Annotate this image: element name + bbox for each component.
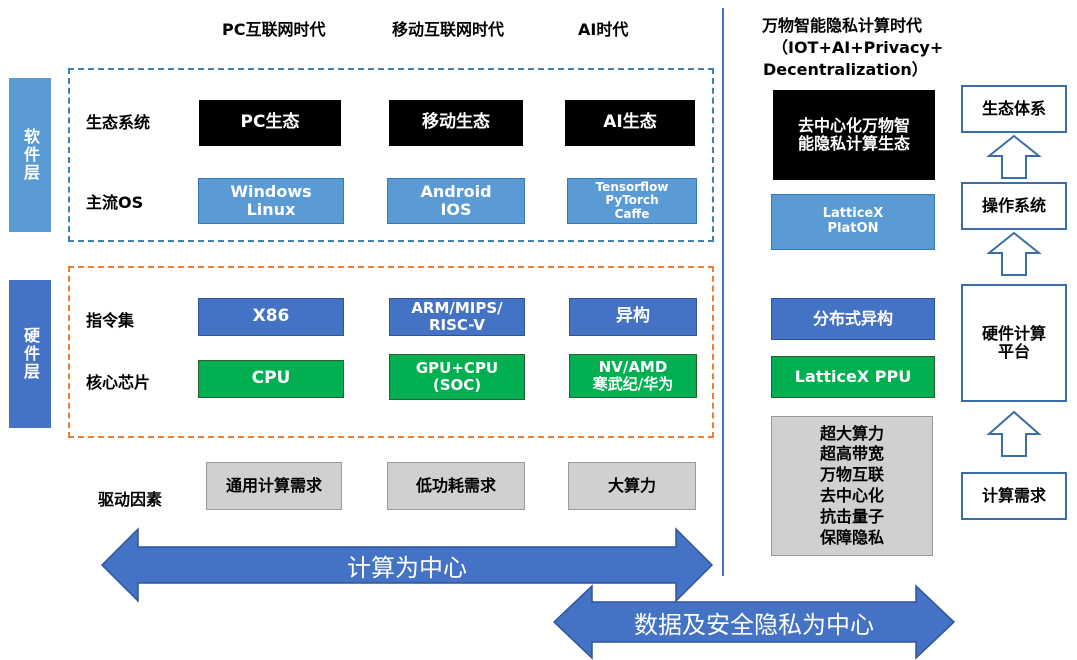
data-privacy-center-label: 数据及安全隐私为中心 [634, 610, 874, 639]
up-arrow-icon [986, 134, 1042, 179]
era-mobile-title: 移动互联网时代 [392, 20, 505, 39]
mobile-driver-box: 低功耗需求 [387, 462, 525, 510]
era-ai-title: AI时代 [578, 20, 629, 39]
stack-hardware-box: 硬件计算 平台 [961, 284, 1067, 402]
iot-isa-box: 分布式异构 [771, 298, 935, 340]
ai-ecosystem-box: AI生态 [565, 100, 695, 146]
mobile-chip-box: GPU+CPU (SOC) [389, 354, 525, 400]
era-iot-subtitle-1: （IOT+AI+Privacy+ [772, 38, 944, 57]
hardware-group-frame [68, 266, 714, 438]
iot-driver-box: 超大算力 超高带宽 万物互联 去中心化 抗击量子 保障隐私 [771, 416, 933, 556]
up-arrow-icon [986, 231, 1042, 276]
stack-ecosystem-box: 生态体系 [961, 85, 1067, 133]
hardware-layer-label: 硬件层 [9, 280, 51, 428]
stack-demand-box: 计算需求 [961, 472, 1067, 520]
pc-os-box: Windows Linux [198, 178, 344, 224]
software-layer-label: 软件层 [9, 78, 51, 232]
era-iot-subtitle-2: Decentralization） [763, 60, 928, 79]
ai-driver-box: 大算力 [568, 462, 696, 510]
mobile-os-box: Android IOS [387, 178, 525, 224]
era-iot-title: 万物智能隐私计算时代 [762, 16, 923, 35]
era-divider [722, 8, 724, 576]
compute-center-label: 计算为中心 [347, 553, 467, 582]
row-label-os: 主流OS [86, 193, 144, 212]
ai-os-box: Tensorflow PyTorch Caffe [567, 178, 697, 224]
row-label-isa: 指令集 [86, 311, 135, 330]
pc-ecosystem-box: PC生态 [199, 100, 341, 146]
mobile-ecosystem-box: 移动生态 [389, 100, 523, 146]
era-pc-title: PC互联网时代 [222, 20, 326, 39]
row-label-driver: 驱动因素 [98, 490, 163, 509]
iot-os-box: LatticeX PlatON [771, 194, 935, 250]
row-label-ecosystem: 生态系统 [86, 113, 151, 132]
pc-isa-box: X86 [198, 298, 344, 336]
software-group-frame [68, 68, 714, 242]
pc-driver-box: 通用计算需求 [206, 462, 342, 510]
up-arrow-icon [986, 410, 1042, 457]
iot-chip-box: LatticeX PPU [771, 356, 935, 398]
row-label-chip: 核心芯片 [86, 373, 151, 392]
compute-center-arrow [100, 527, 714, 603]
stack-os-box: 操作系统 [961, 182, 1067, 230]
iot-ecosystem-box: 去中心化万物智 能隐私计算生态 [773, 90, 935, 180]
mobile-isa-box: ARM/MIPS/ RISC-V [389, 298, 525, 336]
ai-isa-box: 异构 [569, 298, 697, 336]
data-privacy-center-arrow [552, 584, 956, 660]
ai-chip-box: NV/AMD 寒武纪/华为 [569, 354, 697, 398]
pc-chip-box: CPU [198, 360, 344, 398]
